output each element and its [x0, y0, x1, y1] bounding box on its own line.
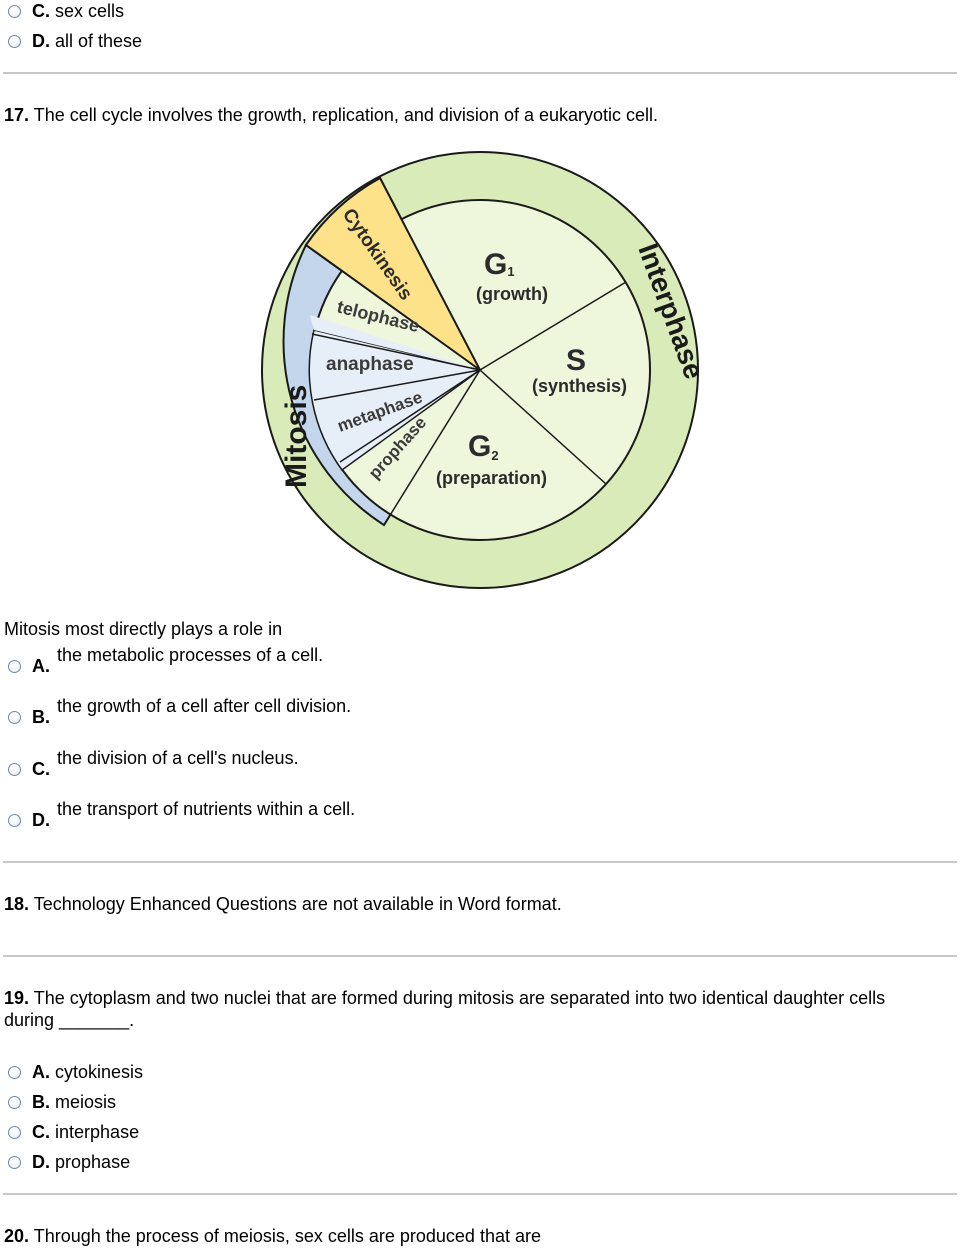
q17-option-b-letter: B. [32, 707, 50, 727]
g2-label: (preparation) [436, 468, 547, 488]
q19-option-d: D. prophase [32, 1152, 131, 1172]
q19-option-d-radio[interactable] [8, 1156, 21, 1169]
q16-option-c-radio[interactable] [8, 5, 21, 18]
q17-option-b-radio[interactable] [8, 711, 21, 724]
divider [3, 1193, 957, 1195]
q17-option-a-text: the metabolic processes of a cell. [57, 645, 324, 665]
cell-cycle-diagram: Cytokinesis Interphase Mitosis G1 (growt… [261, 151, 702, 589]
q17-option-d-text: the transport of nutrients within a cell… [57, 799, 356, 819]
mitosis-inner [308, 329, 482, 472]
question-17-prompt: Mitosis most directly plays a role in [4, 619, 283, 639]
s-g2-line [479, 369, 607, 485]
q17-option-c-letter: C. [32, 759, 50, 779]
q17-option-d-radio[interactable] [8, 814, 21, 827]
q17-option-d-letter: D. [32, 810, 50, 830]
q17-option-c-radio[interactable] [8, 763, 21, 776]
s-label: (synthesis) [532, 376, 627, 396]
divider [3, 955, 957, 957]
anaphase-label: anaphase [326, 354, 414, 375]
q17-option-a-letter: A. [32, 656, 50, 676]
q19-option-b: B. meiosis [32, 1092, 117, 1112]
q17-option-c-text: the division of a cell's nucleus. [57, 748, 299, 768]
question-20-text: 20. Through the process of meiosis, sex … [4, 1226, 541, 1246]
cytokinesis-wedge [304, 176, 481, 371]
question-18-text: 18. Technology Enhanced Questions are no… [4, 894, 562, 914]
mitosis-label: Mitosis [280, 385, 313, 488]
q17-option-a-radio[interactable] [8, 660, 21, 673]
q16-option-d-radio[interactable] [8, 35, 21, 48]
question-19-text-line2: during _______. [4, 1010, 135, 1030]
phase-line-prophase [383, 369, 481, 526]
q19-option-b-radio[interactable] [8, 1096, 21, 1109]
phase-line-telophase [311, 333, 481, 371]
divider [3, 72, 957, 74]
g1-letter: G1 [484, 248, 515, 281]
question-17-text: 17. The cell cycle involves the growth, … [4, 105, 659, 125]
divider [3, 861, 957, 863]
g2-letter: G2 [468, 430, 499, 463]
g1-s-line [479, 281, 627, 371]
phase-line-metaphase [339, 369, 481, 463]
s-letter: S [566, 344, 586, 377]
g1-label: (growth) [476, 284, 548, 304]
q17-option-b-text: the growth of a cell after cell division… [57, 696, 352, 716]
question-19-text: 19. The cytoplasm and two nuclei that ar… [4, 988, 886, 1008]
q16-option-d: D. all of these [32, 31, 143, 51]
mitosis-inner-top [310, 315, 480, 370]
q16-option-c: C. sex cells [32, 1, 125, 21]
q19-option-a: A. cytokinesis [32, 1062, 144, 1082]
q19-option-c-radio[interactable] [8, 1126, 21, 1139]
q19-option-c: C. interphase [32, 1122, 140, 1142]
phase-line-anaphase [313, 369, 481, 401]
q19-option-a-radio[interactable] [8, 1066, 21, 1079]
